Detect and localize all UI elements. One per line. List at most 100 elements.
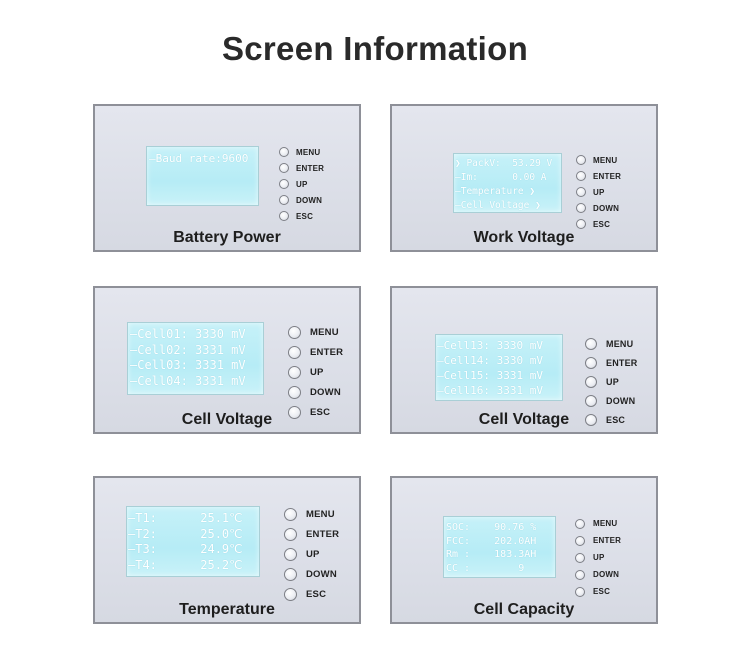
lcd-line: —Cell04: 3331 mV	[130, 373, 246, 388]
down-button[interactable]	[585, 394, 597, 407]
menu-button[interactable]	[575, 518, 585, 529]
up-row: UP	[575, 549, 621, 566]
enter-button[interactable]	[288, 345, 301, 359]
up-button[interactable]	[585, 375, 597, 388]
esc-label: ESC	[593, 219, 611, 229]
lcd-line: —Cell02: 3331 mV	[130, 342, 246, 357]
panel-caption: Battery Power	[173, 229, 281, 246]
enter-row: ENTER	[284, 524, 339, 544]
display-panel-cell-voltage-2: —Cell13: 3330 mV —Cell14: 3330 mV —Cell1…	[390, 286, 658, 434]
down-label: DOWN	[310, 386, 341, 398]
down-button[interactable]	[284, 567, 297, 581]
enter-button[interactable]	[279, 163, 289, 173]
down-label: DOWN	[593, 570, 620, 579]
menu-button[interactable]	[585, 337, 597, 350]
enter-row: ENTER	[585, 353, 638, 372]
enter-row: ENTER	[576, 168, 621, 184]
esc-label: ESC	[606, 414, 626, 425]
lcd-screen: SOC: 90.76 % FCC: 202.0AH Rm : 183.3AH C…	[443, 516, 556, 578]
enter-button[interactable]	[575, 535, 585, 546]
lcd-line: —Cell03: 3331 mV	[130, 358, 246, 372]
up-button[interactable]	[576, 187, 586, 197]
lcd-line: —Im: 0.00 A	[455, 172, 547, 183]
enter-row: ENTER	[288, 342, 343, 362]
panel-caption: Cell Voltage	[478, 411, 570, 428]
esc-button[interactable]	[585, 413, 597, 426]
down-row: DOWN	[575, 566, 621, 583]
lcd-screen: —Baud rate:9600	[146, 146, 259, 206]
lcd-line: —Cell15: 3331 mV	[437, 369, 543, 382]
esc-row: ESC	[576, 216, 621, 232]
down-row: DOWN	[585, 391, 638, 410]
panel-caption: Work Voltage	[473, 229, 575, 246]
display-panel-battery-power: —Baud rate:9600 MENU ENTER UP DOWN ESC B…	[93, 104, 361, 252]
esc-button[interactable]	[576, 219, 586, 229]
down-row: DOWN	[284, 564, 339, 584]
menu-button[interactable]	[284, 507, 297, 521]
up-button[interactable]	[575, 552, 585, 563]
panel-caption: Temperature	[179, 601, 275, 618]
up-button[interactable]	[279, 179, 289, 189]
esc-button[interactable]	[284, 587, 297, 601]
esc-label: ESC	[593, 587, 611, 596]
display-panel-work-voltage: ❯ PackV: 53.29 V —Im: 0.00 A —Temperatur…	[390, 104, 658, 252]
lcd-line: FCC: 202.0AH	[446, 535, 537, 547]
down-label: DOWN	[296, 195, 323, 205]
display-panel-cell-voltage-1: —Cell01: 3330 mV —Cell02: 3331 mV —Cell0…	[93, 286, 361, 434]
esc-row: ESC	[284, 584, 339, 604]
lcd-line: —T2: 25.0℃	[128, 526, 243, 541]
esc-button[interactable]	[575, 586, 585, 597]
menu-button[interactable]	[576, 155, 586, 165]
menu-row: MENU	[585, 334, 638, 353]
down-button[interactable]	[279, 195, 289, 205]
down-button[interactable]	[575, 569, 585, 580]
enter-label: ENTER	[593, 171, 622, 181]
esc-row: ESC	[575, 583, 621, 600]
lcd-line: SOC: 90.76 %	[446, 522, 537, 533]
menu-button[interactable]	[279, 147, 289, 157]
enter-label: ENTER	[310, 346, 344, 358]
up-label: UP	[310, 366, 324, 378]
button-column: MENU ENTER UP DOWN ESC	[575, 515, 621, 600]
enter-row: ENTER	[575, 532, 621, 549]
esc-button[interactable]	[288, 405, 301, 419]
menu-label: MENU	[296, 147, 321, 157]
display-panel-cell-capacity: SOC: 90.76 % FCC: 202.0AH Rm : 183.3AH C…	[390, 476, 658, 624]
menu-row: MENU	[288, 322, 343, 342]
menu-row: MENU	[575, 515, 621, 532]
lcd-line: —Temperature ❯	[455, 186, 536, 197]
lcd-line: —T3: 24.9℃	[128, 542, 243, 556]
enter-label: ENTER	[606, 357, 638, 368]
lcd-line: —Cell16: 3331 mV	[437, 384, 543, 397]
lcd-line: —T1: 25.1℃	[128, 511, 243, 525]
lcd-line: CC : 9	[446, 562, 525, 574]
lcd-screen: —Cell01: 3330 mV —Cell02: 3331 mV —Cell0…	[127, 322, 264, 395]
button-column: MENU ENTER UP DOWN ESC	[284, 504, 339, 604]
menu-row: MENU	[279, 144, 324, 160]
up-row: UP	[279, 176, 324, 192]
enter-button[interactable]	[576, 171, 586, 181]
down-button[interactable]	[576, 203, 586, 213]
down-row: DOWN	[576, 200, 621, 216]
up-label: UP	[306, 548, 320, 560]
enter-row: ENTER	[279, 160, 324, 176]
page-title: Screen Information	[221, 30, 529, 67]
down-label: DOWN	[306, 568, 337, 580]
esc-button[interactable]	[279, 211, 289, 221]
enter-button[interactable]	[284, 527, 297, 541]
panel-caption: Cell Voltage	[181, 411, 273, 428]
esc-label: ESC	[306, 588, 327, 600]
menu-label: MENU	[593, 155, 618, 165]
lcd-line: —Cell14: 3330 mV	[437, 354, 543, 367]
button-column: MENU ENTER UP DOWN ESC	[279, 144, 324, 224]
down-label: DOWN	[606, 395, 636, 406]
esc-label: ESC	[296, 211, 314, 221]
up-button[interactable]	[284, 547, 297, 561]
button-column: MENU ENTER UP DOWN ESC	[576, 152, 621, 232]
down-button[interactable]	[288, 385, 301, 399]
up-button[interactable]	[288, 365, 301, 379]
enter-button[interactable]	[585, 356, 597, 369]
menu-button[interactable]	[288, 325, 301, 339]
up-label: UP	[593, 187, 605, 197]
enter-label: ENTER	[593, 536, 622, 545]
